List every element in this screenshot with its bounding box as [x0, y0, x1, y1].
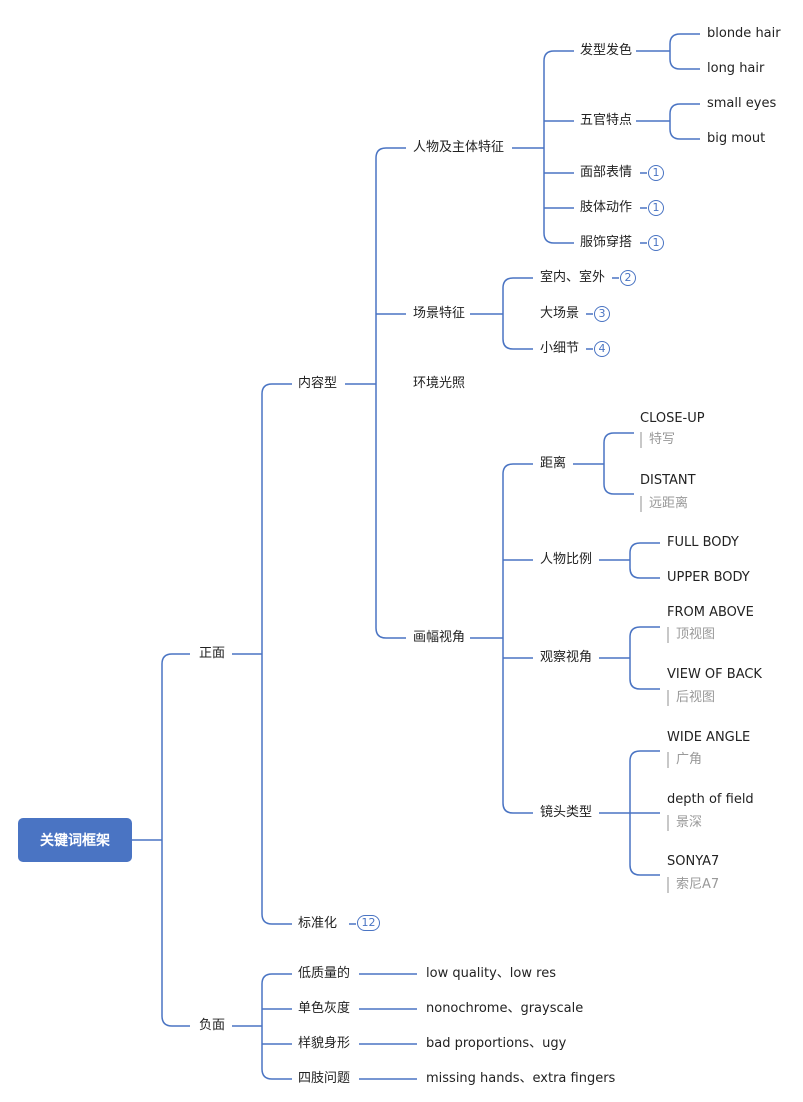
node-face[interactable]: 五官特点: [580, 113, 633, 128]
node-appearance[interactable]: 样貌身形: [298, 1036, 351, 1051]
note-close-up: 特写: [640, 432, 675, 448]
node-limbs[interactable]: 四肢问题: [298, 1071, 351, 1086]
node-view[interactable]: 画幅视角: [413, 630, 466, 645]
node-content[interactable]: 内容型: [298, 376, 338, 391]
node-negative[interactable]: 负面: [199, 1018, 226, 1033]
node-angle[interactable]: 观察视角: [540, 650, 593, 665]
note-view-of-back: 后视图: [667, 690, 715, 706]
node-positive[interactable]: 正面: [199, 646, 226, 661]
leaf-view-of-back[interactable]: VIEW OF BACK: [667, 667, 762, 682]
leaf-sonya7[interactable]: SONYA7: [667, 854, 720, 869]
note-wide-angle: 广角: [667, 752, 702, 768]
root-node[interactable]: 关键词框架: [18, 818, 132, 862]
node-distance[interactable]: 距离: [540, 456, 567, 471]
leaf-from-above[interactable]: FROM ABOVE: [667, 605, 754, 620]
leaf-appearance[interactable]: bad proportions、ugy: [426, 1036, 567, 1051]
node-pose[interactable]: 肢体动作: [580, 200, 633, 215]
node-big-scene[interactable]: 大场景: [540, 306, 580, 321]
leaf-small-eyes[interactable]: small eyes: [707, 96, 777, 111]
note-from-above: 顶视图: [667, 627, 715, 643]
note-distant: 远距离: [640, 496, 688, 512]
note-depth-of-field: 景深: [667, 815, 702, 831]
leaf-distant[interactable]: DISTANT: [640, 473, 696, 488]
node-scene[interactable]: 场景特征: [413, 306, 466, 321]
node-detail[interactable]: 小细节: [540, 341, 580, 356]
node-expression[interactable]: 面部表情: [580, 165, 633, 180]
leaf-full-body[interactable]: FULL BODY: [667, 535, 739, 550]
count-badge-big-scene[interactable]: 3: [594, 306, 610, 322]
node-monochrome[interactable]: 单色灰度: [298, 1001, 351, 1016]
node-hair[interactable]: 发型发色: [580, 43, 633, 58]
leaf-limbs[interactable]: missing hands、extra fingers: [426, 1071, 616, 1086]
node-lighting[interactable]: 环境光照: [413, 376, 466, 391]
node-standard[interactable]: 标准化: [298, 916, 338, 931]
leaf-low-quality[interactable]: low quality、low res: [426, 966, 556, 981]
node-indoor-outdoor[interactable]: 室内、室外: [540, 270, 606, 285]
node-character[interactable]: 人物及主体特征: [413, 140, 505, 155]
leaf-monochrome[interactable]: nonochrome、grayscale: [426, 1001, 584, 1016]
leaf-wide-angle[interactable]: WIDE ANGLE: [667, 730, 751, 745]
node-low-quality[interactable]: 低质量的: [298, 966, 351, 981]
node-outfit[interactable]: 服饰穿搭: [580, 235, 633, 250]
leaf-upper-body[interactable]: UPPER BODY: [667, 570, 750, 585]
count-badge-expression[interactable]: 1: [648, 165, 664, 181]
leaf-big-mout[interactable]: big mout: [707, 131, 766, 146]
node-lens[interactable]: 镜头类型: [540, 805, 593, 820]
count-badge-detail[interactable]: 4: [594, 341, 610, 357]
root-label: 关键词框架: [40, 833, 110, 849]
node-proportion[interactable]: 人物比例: [540, 552, 593, 567]
count-badge-standard[interactable]: 12: [357, 915, 380, 931]
count-badge-outfit[interactable]: 1: [648, 235, 664, 251]
leaf-depth-of-field[interactable]: depth of field: [667, 792, 754, 807]
leaf-blonde-hair[interactable]: blonde hair: [707, 26, 781, 41]
count-badge-indoor[interactable]: 2: [620, 270, 636, 286]
leaf-long-hair[interactable]: long hair: [707, 61, 765, 76]
note-sonya7: 索尼A7: [667, 877, 719, 893]
count-badge-pose[interactable]: 1: [648, 200, 664, 216]
leaf-close-up[interactable]: CLOSE-UP: [640, 411, 705, 426]
